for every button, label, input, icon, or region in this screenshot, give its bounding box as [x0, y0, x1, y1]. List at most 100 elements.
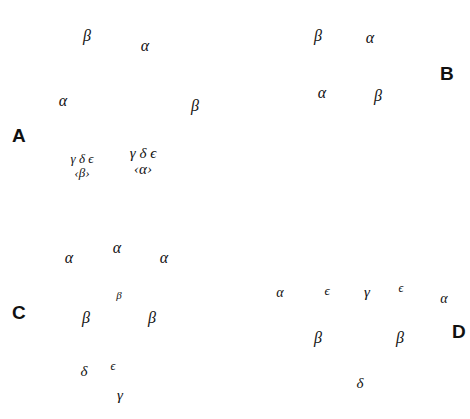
- sphere-text-wrap: ϵ: [312, 276, 342, 306]
- sphere-outline: [147, 72, 223, 148]
- sphere-subunit: γ δ ϵ‹α›: [95, 114, 191, 210]
- sphere-text-wrap: β: [49, 0, 125, 74]
- sphere-text-wrap: ϵ: [387, 274, 415, 302]
- subunit-label: ϵ: [324, 284, 329, 298]
- sphere-text-wrap: β: [278, 298, 358, 378]
- subunit-label: α: [141, 38, 149, 55]
- sphere-subunit: γ δ ϵ‹β›: [46, 124, 118, 196]
- sphere-text-wrap: β: [48, 280, 124, 356]
- panel-letter: D: [452, 322, 466, 341]
- sphere-subunit: β: [114, 280, 190, 356]
- subunit-label: γ δ ϵ: [130, 146, 156, 162]
- sphere-subunit: α: [19, 59, 107, 147]
- sphere-text-wrap: β: [280, 0, 356, 74]
- sphere-circle: [281, 3, 356, 78]
- sphere-subunit: β: [107, 284, 131, 308]
- sphere-circle: [148, 73, 223, 148]
- sphere-subunit: α: [79, 210, 155, 286]
- sphere-text-wrap: γ: [345, 271, 389, 315]
- sphere-outline: [39, 222, 111, 294]
- subunit-label: α: [366, 30, 374, 47]
- sphere-subunit: α: [330, 0, 410, 78]
- sphere-circle: [47, 125, 118, 196]
- subunit-label: α: [160, 250, 168, 267]
- sphere-text-wrap: β: [360, 298, 440, 378]
- subunit-label: α: [440, 292, 447, 307]
- sphere-subunit: δ: [338, 354, 382, 398]
- sphere-text-wrap: α: [282, 53, 362, 133]
- sphere-circle: [361, 299, 440, 378]
- sphere-circle: [339, 355, 382, 398]
- sphere-circle: [102, 355, 125, 378]
- sphere-text-wrap: β: [340, 58, 416, 134]
- sphere-outline: [334, 54, 410, 130]
- sphere-circle: [115, 281, 190, 356]
- sphere-circle: [346, 277, 389, 320]
- sphere-subunit: β: [49, 2, 125, 78]
- sphere-subunit: ϵ: [101, 354, 125, 378]
- sphere-text-wrap: γ δ ϵ‹β›: [46, 130, 118, 202]
- sphere-circle: [335, 55, 410, 130]
- sphere-text-wrap: δ: [338, 362, 382, 406]
- sphere-subunit: β: [334, 54, 410, 130]
- panel-letter: A: [12, 126, 26, 145]
- subunit-label: α: [59, 93, 67, 110]
- panel-letter: C: [12, 303, 26, 322]
- subunit-label: β: [374, 88, 382, 105]
- sphere-circle: [40, 223, 111, 294]
- subunit-label: α: [113, 240, 121, 257]
- subunit-label: γ: [117, 388, 123, 404]
- subunit-label: β: [82, 310, 90, 327]
- sphere-circle: [313, 283, 342, 312]
- sphere-text-wrap: ϵ: [101, 354, 125, 378]
- sphere-text-wrap: α: [414, 269, 470, 329]
- subunit-label: ϵ: [111, 360, 116, 373]
- sphere-circle: [261, 276, 320, 335]
- sphere-circle: [283, 54, 362, 133]
- sphere-circle: [80, 211, 155, 286]
- sphere-text-wrap: β: [107, 284, 131, 308]
- sphere-subunit: β: [280, 2, 356, 78]
- sphere-text-wrap: δ: [66, 354, 102, 390]
- panel-letter: B: [440, 64, 454, 83]
- subunit-label: β: [314, 28, 322, 45]
- sphere-circle: [279, 299, 358, 378]
- subunit-label: δ: [81, 364, 88, 380]
- sphere-text-wrap: α: [101, 2, 189, 90]
- sphere-subunit: β: [360, 298, 440, 378]
- sphere-outline: [260, 275, 320, 335]
- sphere-subunit: γ: [102, 378, 138, 414]
- sphere-subunit: γ: [345, 276, 389, 320]
- sphere-circle: [123, 223, 194, 294]
- subunit-label: β: [148, 310, 156, 327]
- subunit-label: β: [191, 98, 199, 115]
- subunit-label: α: [318, 85, 326, 102]
- sphere-subunit: ϵ: [312, 282, 342, 312]
- subunit-label: ϵ: [399, 282, 404, 295]
- subunit-label: γ: [364, 285, 370, 301]
- sphere-circle: [103, 379, 138, 414]
- sphere-subunit: α: [260, 275, 320, 335]
- subunit-label: α: [276, 286, 283, 301]
- sphere-text-wrap: γ δ ϵ‹α›: [95, 114, 191, 210]
- subunit-label: ‹α›: [134, 162, 152, 178]
- sphere-subunit: α: [39, 222, 111, 294]
- sphere-text-wrap: α: [250, 263, 310, 323]
- subunit-label: β: [116, 290, 121, 302]
- sphere-subunit: ϵ: [387, 278, 415, 306]
- subunit-label: β: [83, 28, 91, 45]
- sphere-circle: [102, 5, 189, 92]
- sphere-outline: [122, 222, 194, 294]
- sphere-circle: [67, 355, 102, 390]
- sphere-text-wrap: α: [19, 57, 107, 145]
- sphere-subunit: α: [101, 4, 189, 92]
- sphere-circle: [96, 115, 191, 210]
- sphere-circle: [50, 3, 125, 78]
- sphere-circle: [49, 281, 124, 356]
- sphere-subunit: β: [48, 280, 124, 356]
- sphere-subunit: α: [282, 53, 362, 133]
- subunit-label: ‹β›: [74, 166, 89, 180]
- sphere-text-wrap: α: [79, 210, 155, 286]
- subunit-label: β: [314, 330, 322, 347]
